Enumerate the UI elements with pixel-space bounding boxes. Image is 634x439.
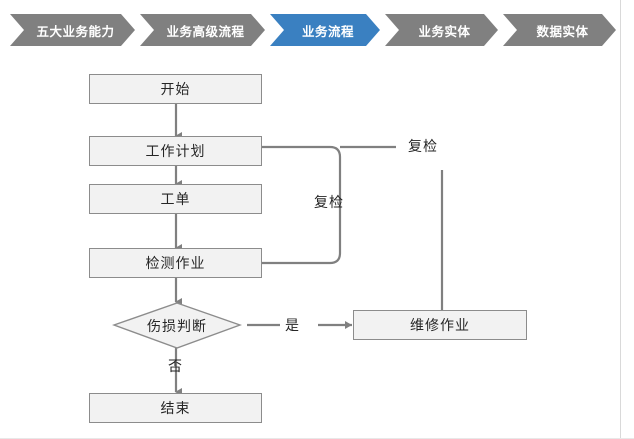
node-work-order[interactable]: 工单 bbox=[89, 184, 262, 214]
edge-label-recheck-repair: 复检 bbox=[408, 138, 438, 154]
flowchart-connectors bbox=[174, 104, 444, 396]
node-label: 检测作业 bbox=[145, 255, 206, 271]
edge-label-no: 否 bbox=[168, 358, 183, 374]
flowchart: 开始 工作计划 工单 检测作业 伤损判断 维修作业 结束 复检 复检 是 否 bbox=[0, 56, 634, 439]
connector-inspect-recheck-to-plan bbox=[185, 143, 342, 265]
node-label: 开始 bbox=[160, 81, 191, 97]
frame-border-right bbox=[620, 0, 621, 439]
node-damage-decision-shape[interactable] bbox=[112, 301, 242, 351]
breadcrumb-item-capabilities[interactable]: 五大业务能力 bbox=[10, 14, 135, 46]
node-repair-task[interactable]: 维修作业 bbox=[353, 310, 527, 340]
breadcrumb-item-label: 业务流程 bbox=[301, 24, 354, 39]
breadcrumb-item-high-level-process[interactable]: 业务高级流程 bbox=[140, 14, 265, 46]
breadcrumb-item-label: 五大业务能力 bbox=[36, 24, 115, 39]
breadcrumb: 五大业务能力 业务高级流程 业务流程 业务实体 数据实体 bbox=[10, 14, 621, 46]
breadcrumb-item-label: 业务高级流程 bbox=[166, 24, 245, 39]
edge-label-yes: 是 bbox=[285, 317, 300, 333]
node-label: 结束 bbox=[160, 400, 191, 416]
node-end[interactable]: 结束 bbox=[89, 393, 262, 423]
breadcrumb-item-business-process[interactable]: 业务流程 bbox=[270, 14, 380, 46]
node-label: 工单 bbox=[160, 191, 191, 207]
breadcrumb-item-business-entity[interactable]: 业务实体 bbox=[385, 14, 498, 46]
node-label: 工作计划 bbox=[145, 143, 206, 159]
node-work-plan[interactable]: 工作计划 bbox=[89, 136, 262, 166]
node-label: 伤损判断 bbox=[147, 318, 207, 334]
breadcrumb-item-data-entity[interactable]: 数据实体 bbox=[503, 14, 616, 46]
node-damage-decision[interactable]: 伤损判断 bbox=[112, 301, 242, 351]
node-inspection-task[interactable]: 检测作业 bbox=[89, 248, 262, 278]
edge-label-recheck-inspect: 复检 bbox=[314, 194, 344, 210]
breadcrumb-item-label: 业务实体 bbox=[418, 24, 471, 39]
node-label: 维修作业 bbox=[410, 317, 470, 333]
node-start[interactable]: 开始 bbox=[89, 74, 262, 104]
breadcrumb-item-label: 数据实体 bbox=[536, 24, 589, 39]
